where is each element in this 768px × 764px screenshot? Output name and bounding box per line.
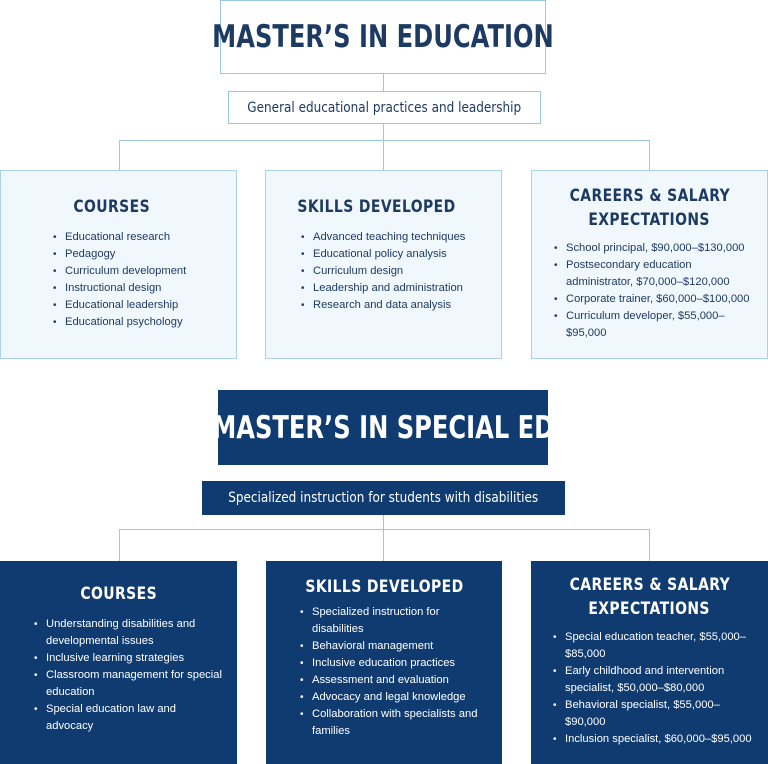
card-heading: COURSES xyxy=(1,195,222,219)
list-item: Curriculum design xyxy=(301,263,487,280)
education-courses-card: COURSES Educational research Pedagogy Cu… xyxy=(0,170,237,359)
special-ed-title-text: MASTER’S IN SPECIAL ED xyxy=(211,409,555,446)
education-title: MASTER’S IN EDUCATION xyxy=(212,0,554,74)
connector-line xyxy=(119,529,120,561)
list-item: School principal, $90,000–$130,000 xyxy=(554,240,757,257)
card-list: Specialized instruction for disabilities… xyxy=(300,604,488,740)
education-careers-card: CAREERS & SALARY EXPECTATIONS School pri… xyxy=(531,170,768,359)
list-item: Educational policy analysis xyxy=(301,246,487,263)
connector-line xyxy=(649,529,650,561)
card-list: Understanding disabilities and developme… xyxy=(34,616,223,735)
list-item: Inclusion specialist, $60,000–$95,000 xyxy=(553,731,758,748)
list-item: Advocacy and legal knowledge xyxy=(300,689,488,706)
list-item: Curriculum developer, $55,000–$95,000 xyxy=(554,308,757,342)
card-list: Advanced teaching techniques Educational… xyxy=(301,229,487,314)
connector-line xyxy=(383,124,384,170)
special-ed-careers-card: CAREERS & SALARY EXPECTATIONS Special ed… xyxy=(531,561,768,764)
card-heading-text: SKILLS DEVELOPED xyxy=(297,197,456,217)
card-list: Special education teacher, $55,000–$85,0… xyxy=(553,629,758,748)
connector-line xyxy=(383,515,384,561)
card-list: Educational research Pedagogy Curriculum… xyxy=(53,229,222,331)
list-item: Special education law and advocacy xyxy=(34,701,223,735)
list-item: Specialized instruction for disabilities xyxy=(300,604,488,638)
list-item: Educational psychology xyxy=(53,314,222,331)
card-heading: SKILLS DEVELOPED xyxy=(266,195,487,219)
connector-line xyxy=(119,140,650,141)
card-list: School principal, $90,000–$130,000 Posts… xyxy=(554,240,757,342)
education-subtitle: General educational practices and leader… xyxy=(228,91,541,124)
connector-line xyxy=(119,529,650,530)
list-item: Postsecondary education administrator, $… xyxy=(554,257,757,291)
card-heading-text: EXPECTATIONS xyxy=(588,210,711,230)
list-item: Educational research xyxy=(53,229,222,246)
list-item: Research and data analysis xyxy=(301,297,487,314)
connector-line xyxy=(649,140,650,170)
card-heading: SKILLS DEVELOPED xyxy=(266,575,502,599)
special-ed-subtitle: Specialized instruction for students wit… xyxy=(202,481,565,515)
list-item: Assessment and evaluation xyxy=(300,672,488,689)
card-heading: COURSES xyxy=(0,582,237,606)
list-item: Inclusive education practices xyxy=(300,655,488,672)
card-heading: EXPECTATIONS xyxy=(531,597,768,621)
special-ed-subtitle-text: Specialized instruction for students wit… xyxy=(228,490,539,506)
card-heading-text: COURSES xyxy=(80,584,157,604)
list-item: Classroom management for special educati… xyxy=(34,667,223,701)
card-heading-text: CAREERS & SALARY xyxy=(569,575,730,595)
card-heading: CAREERS & SALARY xyxy=(532,184,767,208)
special-ed-skills-card: SKILLS DEVELOPED Specialized instruction… xyxy=(266,561,502,764)
card-heading-text: SKILLS DEVELOPED xyxy=(304,577,464,597)
list-item: Inclusive learning strategies xyxy=(34,650,223,667)
list-item: Pedagogy xyxy=(53,246,222,263)
list-item: Behavioral management xyxy=(300,638,488,655)
list-item: Instructional design xyxy=(53,280,222,297)
card-heading-text: COURSES xyxy=(73,197,150,217)
list-item: Early childhood and intervention special… xyxy=(553,663,758,697)
list-item: Understanding disabilities and developme… xyxy=(34,616,223,650)
special-ed-courses-card: COURSES Understanding disabilities and d… xyxy=(0,561,237,764)
list-item: Corporate trainer, $60,000–$100,000 xyxy=(554,291,757,308)
card-heading: CAREERS & SALARY xyxy=(531,573,768,597)
list-item: Advanced teaching techniques xyxy=(301,229,487,246)
list-item: Collaboration with specialists and famil… xyxy=(300,706,488,740)
card-heading: EXPECTATIONS xyxy=(532,208,767,232)
connector-line xyxy=(119,140,120,170)
card-heading-text: CAREERS & SALARY xyxy=(569,186,730,206)
education-subtitle-text: General educational practices and leader… xyxy=(247,99,522,116)
list-item: Leadership and administration xyxy=(301,280,487,297)
list-item: Behavioral specialist, $55,000–$90,000 xyxy=(553,697,758,731)
education-title-text: MASTER’S IN EDUCATION xyxy=(212,19,554,55)
list-item: Special education teacher, $55,000–$85,0… xyxy=(553,629,758,663)
list-item: Curriculum development xyxy=(53,263,222,280)
special-ed-title: MASTER’S IN SPECIAL ED xyxy=(212,390,554,465)
education-skills-card: SKILLS DEVELOPED Advanced teaching techn… xyxy=(265,170,502,359)
connector-line xyxy=(383,74,384,91)
list-item: Educational leadership xyxy=(53,297,222,314)
card-heading-text: EXPECTATIONS xyxy=(588,599,711,619)
